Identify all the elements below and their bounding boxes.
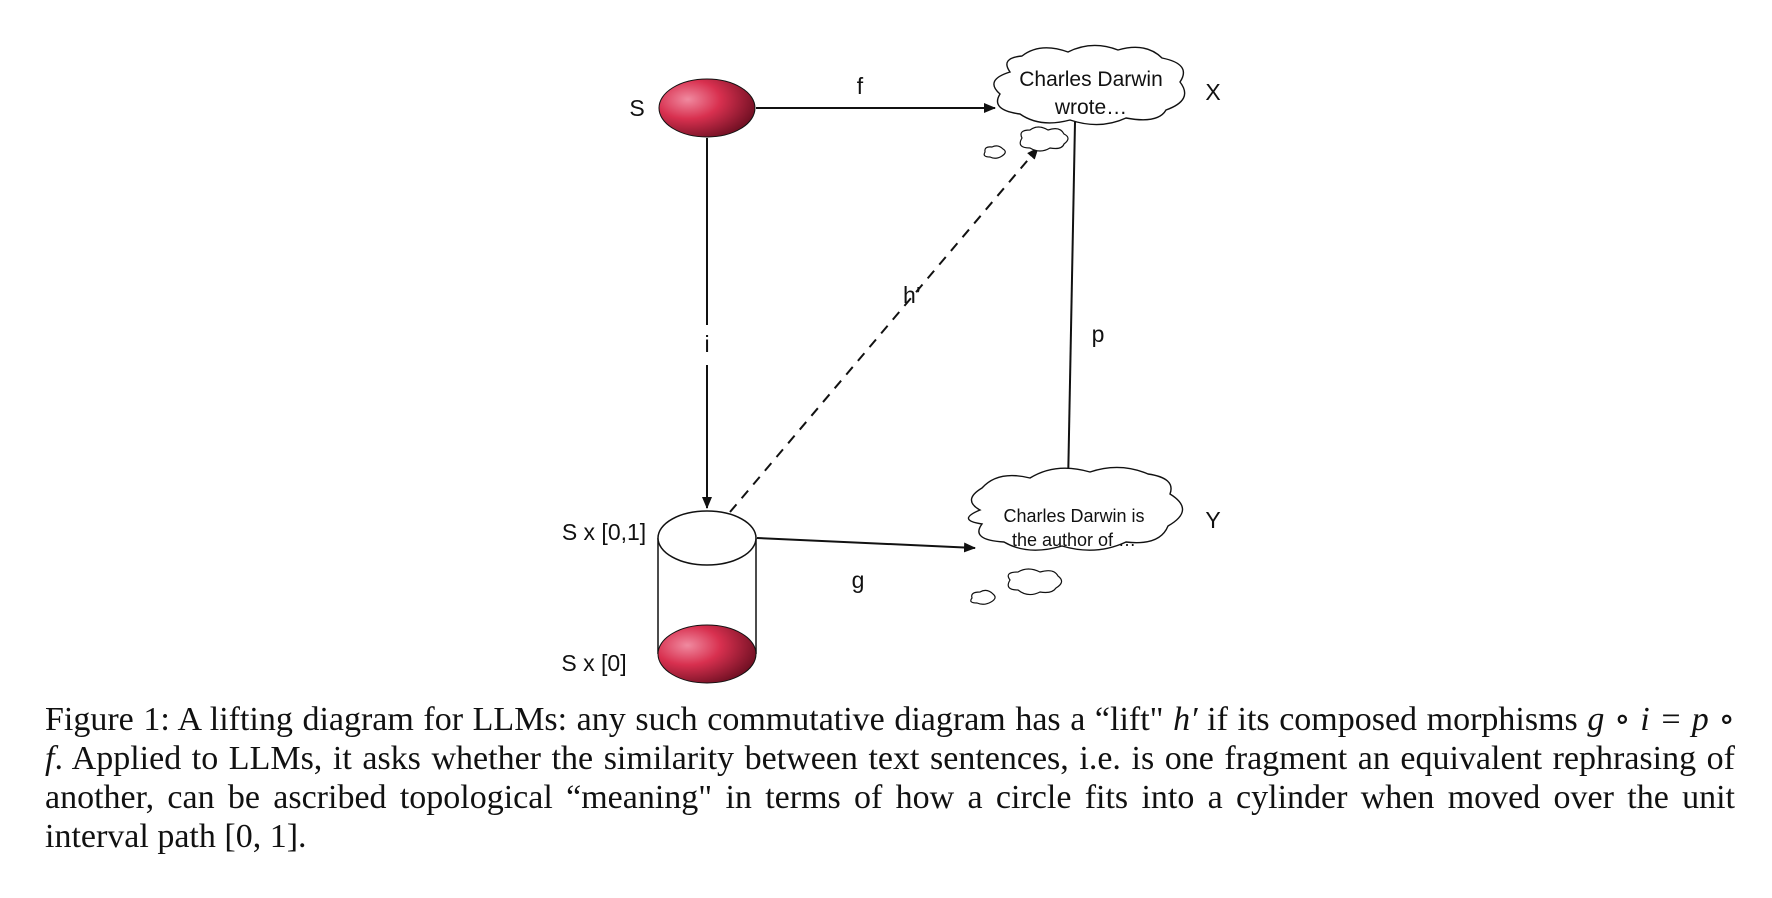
caption-equation: g ∘ i = p ∘ f [45, 701, 1735, 777]
cloud-x: Charles Darwin wrote… [983, 44, 1186, 159]
cylinder [657, 510, 757, 684]
arrow-i-label: i [704, 331, 709, 357]
cloud-y: Charles Darwin is the author of … [967, 466, 1184, 605]
s-label: S [629, 95, 644, 121]
caption-part2: if its composed morphisms [1197, 701, 1588, 738]
cloud-y-bubble-large [1007, 568, 1063, 596]
y-label: Y [1205, 507, 1220, 533]
arrow-h-prime-label: h’ [903, 282, 921, 308]
arrow-g-label: g [852, 567, 865, 593]
figure-caption: Figure 1: A lifting diagram for LLMs: an… [45, 700, 1735, 856]
arrow-p [1063, 121, 1076, 487]
x-label: X [1205, 79, 1220, 105]
s-disk [658, 78, 756, 138]
arrow-h-prime [729, 147, 1039, 513]
caption-h-prime: h′ [1173, 701, 1198, 738]
caption-part3: . Applied to LLMs, it asks whether the s… [45, 740, 1735, 855]
cylinder-bottom-label: S x [0] [561, 650, 626, 676]
cloud-x-bubble-small [983, 145, 1006, 159]
cloud-y-line2: the author of … [1012, 530, 1136, 550]
cloud-x-bubble-large [1019, 126, 1069, 152]
lifting-diagram: S f i S x [0,1] S x [0] h’ Charles Darwi… [561, 44, 1221, 684]
cylinder-top [657, 510, 757, 566]
cloud-x-line2: wrote… [1054, 96, 1127, 119]
arrow-f-label: f [857, 73, 864, 99]
arrow-p-label: p [1092, 321, 1105, 347]
arrow-g [756, 537, 976, 553]
caption-part1: Figure 1: A lifting diagram for LLMs: an… [45, 701, 1174, 738]
cloud-y-bubble-small [970, 589, 996, 605]
cylinder-bottom-disk [657, 624, 757, 684]
cylinder-top-label: S x [0,1] [562, 519, 646, 545]
cloud-x-line1: Charles Darwin [1019, 68, 1163, 91]
cloud-y-line1: Charles Darwin is [1003, 506, 1144, 526]
